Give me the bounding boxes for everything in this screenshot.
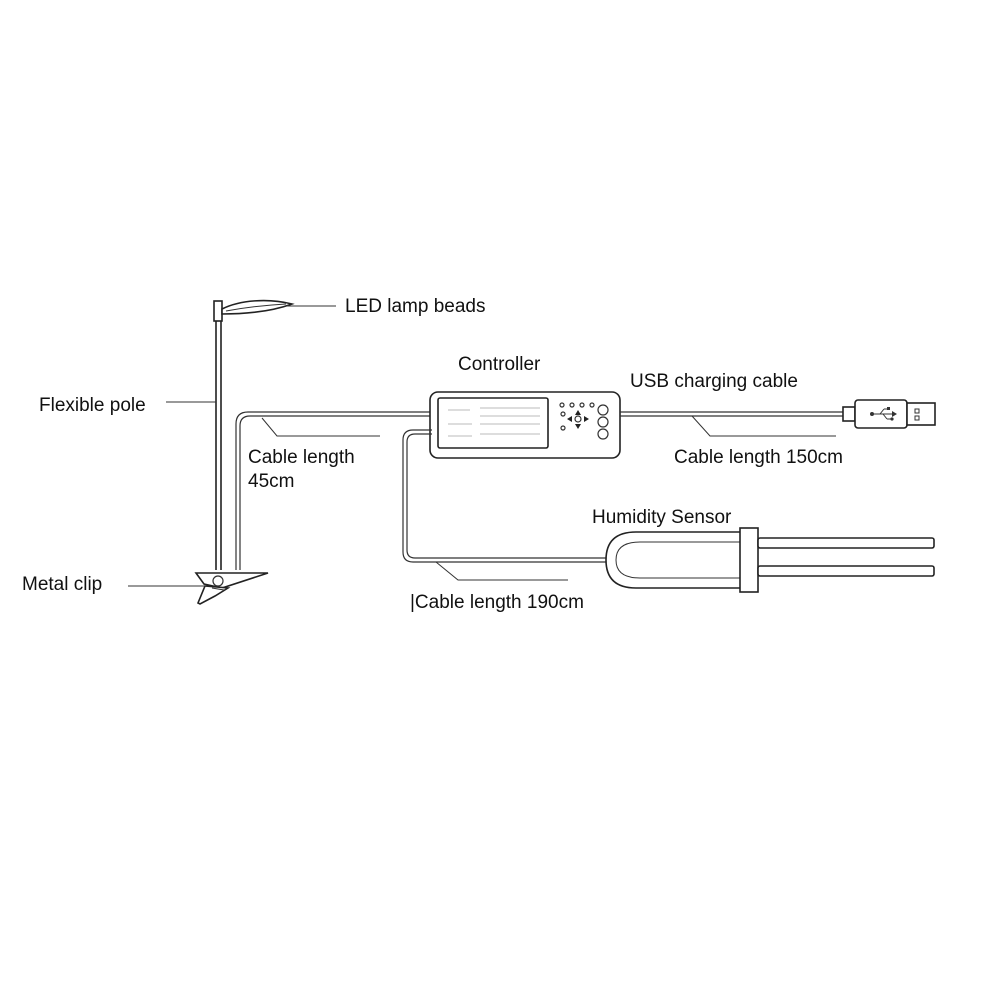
controller-buttons (559, 402, 609, 440)
left-arrow-icon (567, 416, 572, 422)
leader-cable-150 (691, 415, 836, 437)
label-led-lamp-beads: LED lamp beads (345, 296, 485, 317)
down-arrow-icon (575, 424, 581, 429)
led-lamp-head (213, 299, 295, 322)
up-arrow-icon (575, 410, 581, 415)
sensor-cable-190cm (402, 429, 612, 563)
usb-icon (870, 407, 897, 421)
flexible-pole (215, 321, 222, 570)
label-controller: Controller (458, 354, 541, 375)
label-metal-clip: Metal clip (22, 574, 102, 595)
label-cable-length-45-line1: Cable length (248, 447, 355, 468)
sensor-probe-top (757, 537, 935, 549)
controller-display-readout (448, 407, 540, 437)
right-arrow-icon (584, 416, 589, 422)
metal-clip (194, 572, 269, 605)
controller (429, 391, 621, 459)
label-flexible-pole: Flexible pole (39, 395, 146, 416)
label-cable-length-150: Cable length 150cm (674, 447, 843, 468)
label-humidity-sensor: Humidity Sensor (592, 507, 732, 528)
label-cable-length-190: |Cable length 190cm (410, 592, 584, 613)
leader-cable-45 (261, 417, 380, 437)
usb-plug (842, 399, 936, 429)
leader-cable-190 (435, 561, 568, 581)
controller-display (437, 397, 549, 449)
cable-45cm (235, 411, 432, 570)
sensor-probe-bottom (757, 565, 935, 577)
humidity-sensor (605, 527, 935, 593)
label-usb-charging-cable: USB charging cable (630, 371, 798, 392)
leader-lines (128, 305, 836, 587)
label-cable-length-45-line2: 45cm (248, 471, 294, 492)
usb-cable-150cm (620, 411, 843, 417)
